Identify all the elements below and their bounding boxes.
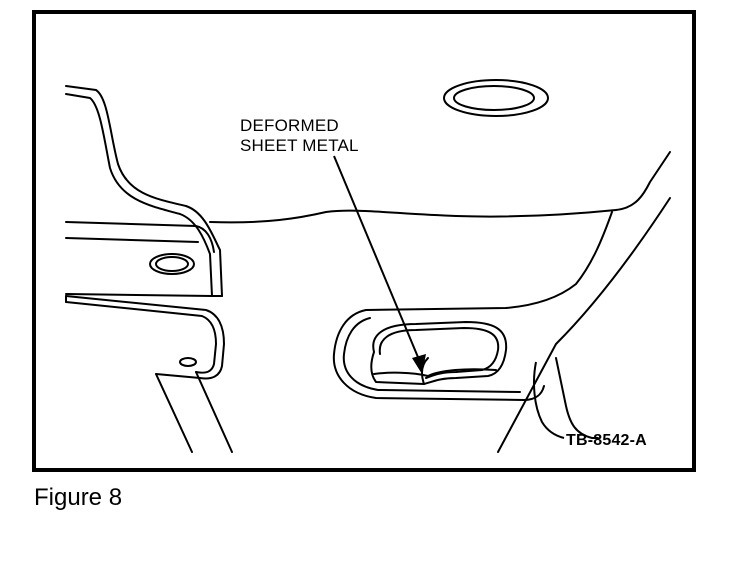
bracket-lower: [65, 295, 233, 453]
reference-leader: [533, 361, 565, 439]
callout-line-2: SHEET METAL: [240, 136, 359, 155]
sheet-metal-drawing: [65, 79, 671, 453]
top-oval-hole: [443, 79, 549, 117]
panel-top-edge: [209, 151, 671, 311]
panel-right-edges: [497, 197, 671, 453]
callout-arrow: [333, 155, 426, 374]
recess-pocket: [332, 309, 545, 401]
figure-frame: DEFORMED SHEET METAL TB-8542-A: [32, 10, 696, 472]
bracket-upper: [65, 85, 223, 297]
bracket-round-hole: [149, 253, 195, 275]
deformed-area: [370, 321, 508, 385]
callout-label: DEFORMED SHEET METAL: [240, 116, 359, 156]
reference-code: TB-8542-A: [566, 432, 647, 449]
callout-line-1: DEFORMED: [240, 116, 339, 135]
figure-caption: Figure 8: [34, 484, 123, 511]
